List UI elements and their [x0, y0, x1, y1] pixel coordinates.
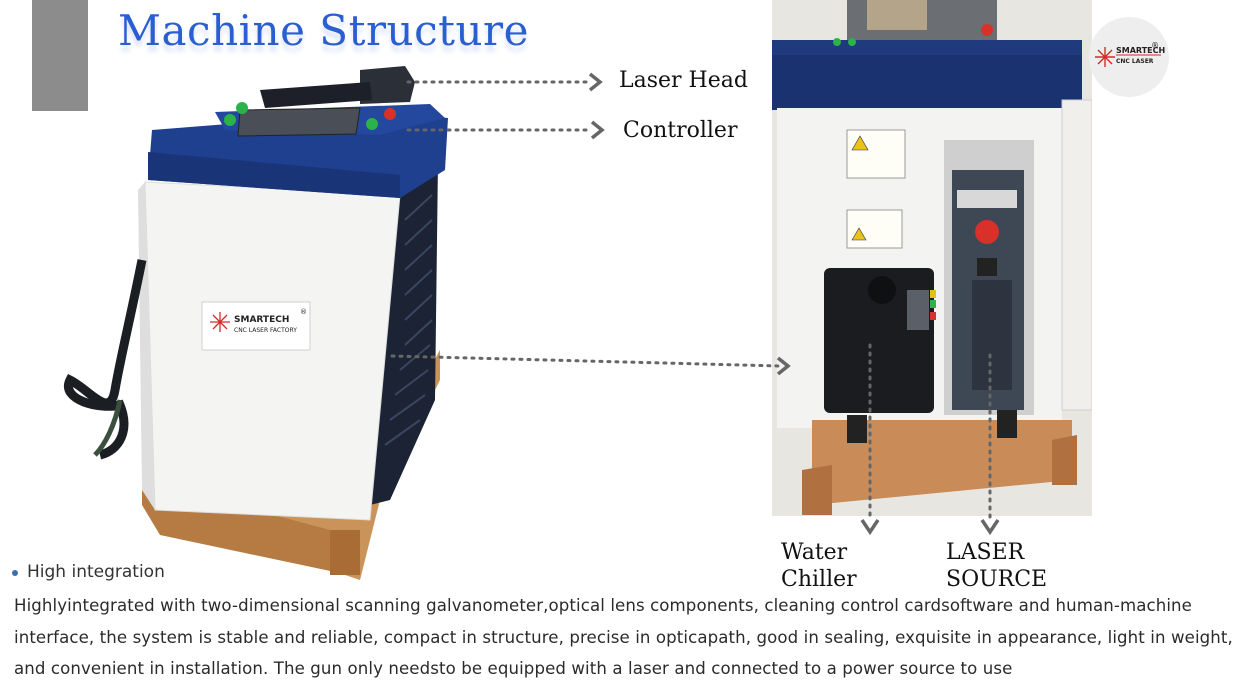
callout-water-chiller-line1: Water	[781, 540, 848, 565]
callout-controller: Controller	[623, 118, 738, 143]
feature-description: Highlyintegrated with two-dimensional sc…	[14, 596, 1233, 678]
brand-logo: SMARTECH CNC LASER ®	[1089, 17, 1169, 97]
bullet-dot	[12, 570, 18, 576]
machine-label-sub: CNC LASER FACTORY	[234, 327, 297, 334]
callout-laser-source-line2: SOURCE	[946, 567, 1048, 592]
callout-water-chiller-line2: Chiller	[781, 567, 857, 592]
logo-reg: ®	[1151, 41, 1159, 50]
machine-interior-photo	[772, 0, 1092, 516]
machine-label-brand: SMARTECH	[234, 315, 289, 325]
logo-sub: CNC LASER	[1116, 58, 1154, 65]
callout-laser-head: Laser Head	[619, 68, 748, 93]
callout-laser-source-line1: LASER	[946, 540, 1025, 565]
accent-bar	[32, 0, 88, 111]
machine-image: SMARTECH CNC LASER FACTORY ®	[64, 66, 448, 580]
logo-brand: SMARTECH	[1116, 46, 1166, 55]
feature-title: High integration	[27, 562, 165, 582]
machine-label-reg: ®	[300, 308, 307, 316]
page-title: Machine Structure	[118, 6, 529, 55]
